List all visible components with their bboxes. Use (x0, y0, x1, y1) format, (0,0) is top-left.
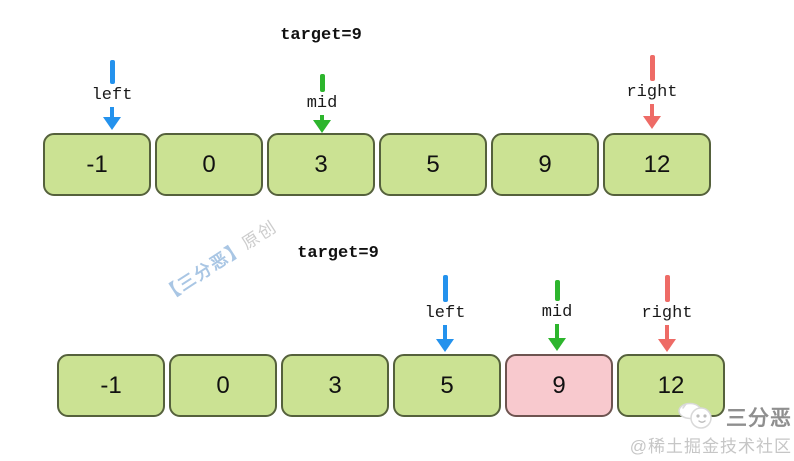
array-cell: 5 (393, 354, 501, 417)
mid-arrow-segment (319, 74, 325, 92)
array-cell: -1 (57, 354, 165, 417)
array-cell: 0 (155, 133, 263, 196)
watermark-original-text: 原创 (238, 216, 281, 254)
left-arrow-segment (109, 60, 115, 84)
step2-left-pointer: left (405, 275, 485, 352)
step1-array: -1 0 3 5 9 12 (43, 133, 711, 196)
right-arrow-segment (664, 275, 670, 302)
array-cell: 9 (505, 354, 613, 417)
mid-pointer-label: mid (306, 94, 338, 113)
mid-arrowhead-icon (313, 119, 331, 133)
array-cell: 12 (603, 133, 711, 196)
center-watermark: 【三分恶】原创 (156, 213, 281, 306)
right-arrow-stem (665, 324, 669, 339)
array-cell: 12 (617, 354, 725, 417)
left-arrow-stem (110, 106, 114, 117)
community-name-text: @稀土掘金技术社区 (629, 437, 792, 456)
step1-right-pointer: right (612, 55, 692, 129)
array-cell: 9 (491, 133, 599, 196)
brand-watermark: 三分恶 @稀土掘金技术社区 (630, 402, 792, 457)
right-arrow-segment (649, 55, 655, 81)
step2-target-label: target=9 (297, 244, 379, 263)
mid-arrowhead-icon (548, 337, 566, 351)
right-pointer-label: right (626, 83, 678, 102)
mid-arrow-stem (320, 114, 324, 120)
array-cell: 3 (267, 133, 375, 196)
right-pointer-label: right (641, 304, 693, 323)
watermark-brand-text: 【三分恶】 (158, 237, 249, 306)
array-cell: 0 (169, 354, 277, 417)
step2-right-pointer: right (627, 275, 707, 352)
sanfene-logo-icon (678, 402, 712, 429)
array-cell: 3 (281, 354, 389, 417)
array-cell: -1 (43, 133, 151, 196)
left-pointer-label: left (424, 304, 466, 323)
step1-target-label: target=9 (280, 26, 362, 45)
left-pointer-label: left (91, 86, 133, 105)
mid-arrow-segment (554, 280, 560, 301)
left-arrowhead-icon (436, 338, 454, 352)
step1-mid-pointer: mid (282, 74, 362, 133)
left-arrow-stem (443, 324, 447, 339)
step1-left-pointer: left (72, 60, 152, 130)
right-arrowhead-icon (658, 338, 676, 352)
step2-array: -1 0 3 5 9 12 (57, 354, 725, 417)
left-arrow-segment (442, 275, 448, 302)
step2-mid-pointer: mid (517, 280, 597, 351)
brand-name-text: 三分恶 (726, 407, 792, 430)
mid-arrow-stem (555, 323, 559, 338)
array-cell: 5 (379, 133, 487, 196)
right-arrowhead-icon (643, 115, 661, 129)
right-arrow-stem (650, 103, 654, 116)
left-arrowhead-icon (103, 116, 121, 130)
mid-pointer-label: mid (541, 303, 573, 322)
